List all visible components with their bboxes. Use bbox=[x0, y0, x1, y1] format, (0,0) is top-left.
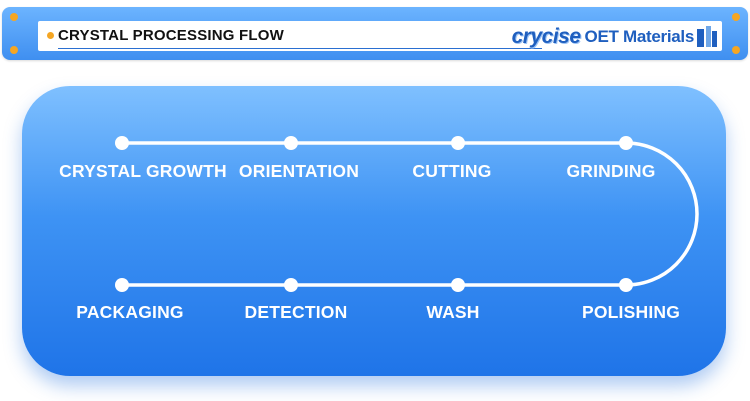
bullet-icon bbox=[47, 32, 54, 39]
page-title: CRYSTAL PROCESSING FLOW bbox=[58, 27, 284, 44]
step-node-packaging bbox=[115, 278, 129, 292]
step-label-grinding: GRINDING bbox=[566, 161, 656, 181]
step-node-grinding bbox=[619, 136, 633, 150]
corner-dot-bottom-right bbox=[732, 46, 740, 54]
flow-path bbox=[115, 136, 699, 292]
step-label-polishing: POLISHING bbox=[581, 302, 681, 322]
flow-connector-line bbox=[120, 141, 699, 287]
logo-materials-text: OET Materials bbox=[584, 27, 695, 46]
corner-dot-top-right bbox=[732, 13, 740, 21]
step-label-packaging: PACKAGING bbox=[76, 302, 184, 322]
logo-mark-icon bbox=[697, 26, 717, 47]
corner-dot-bottom-left bbox=[10, 46, 18, 54]
step-node-orientation bbox=[284, 136, 298, 150]
step-node-wash bbox=[451, 278, 465, 292]
step-node-polishing bbox=[619, 278, 633, 292]
step-label-orientation: ORIENTATION bbox=[238, 161, 360, 181]
brand-logo: crycise OET Materials bbox=[512, 24, 718, 50]
title-box: CRYSTAL PROCESSING FLOW crycise OET Mate… bbox=[38, 21, 722, 51]
step-label-detection: DETECTION bbox=[244, 302, 348, 322]
step-node-detection bbox=[284, 278, 298, 292]
header-bar: CRYSTAL PROCESSING FLOW crycise OET Mate… bbox=[2, 7, 748, 60]
step-node-cutting bbox=[451, 136, 465, 150]
process-flow-panel: CRYSTAL GROWTH ORIENTATION CUTTING GRIND… bbox=[22, 86, 726, 376]
step-node-crystal-growth bbox=[115, 136, 129, 150]
step-label-cutting: CUTTING bbox=[412, 161, 492, 181]
corner-dot-top-left bbox=[10, 13, 18, 21]
step-label-wash: WASH bbox=[426, 302, 480, 322]
logo-brand-text: crycise bbox=[511, 25, 581, 48]
step-label-crystal-growth: CRYSTAL GROWTH bbox=[59, 161, 227, 181]
title-underline bbox=[58, 48, 542, 49]
